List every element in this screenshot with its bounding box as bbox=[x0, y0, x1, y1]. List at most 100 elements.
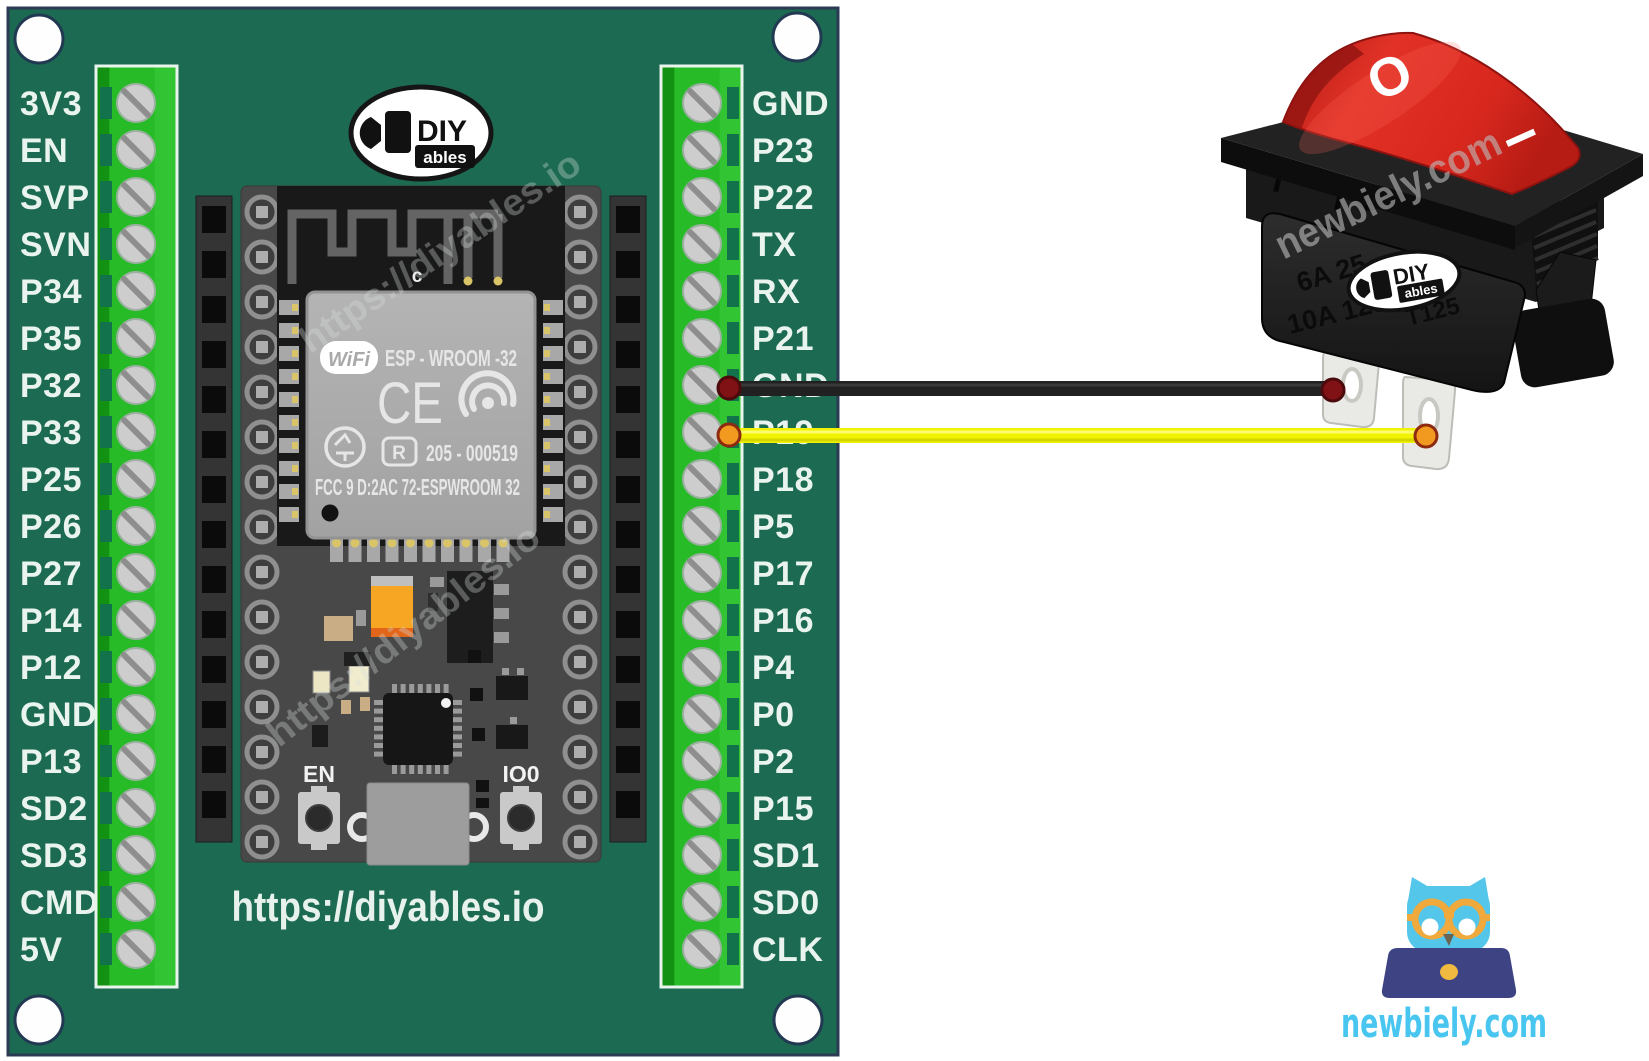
ground-wire-board-end bbox=[716, 375, 742, 401]
screw-slot bbox=[687, 135, 717, 165]
castellation-pad bbox=[279, 369, 299, 384]
castellation-gold bbox=[461, 538, 471, 548]
pin-hole-pad bbox=[256, 566, 268, 578]
castellation-pad bbox=[543, 300, 563, 315]
screw-slot bbox=[121, 652, 151, 682]
chip-pin bbox=[443, 765, 449, 774]
chip-pin bbox=[443, 684, 449, 693]
terminal-notch bbox=[727, 745, 739, 777]
chip-pin bbox=[374, 734, 383, 740]
terminal-notch bbox=[100, 510, 112, 542]
castellation-pad bbox=[543, 438, 563, 453]
screw-slot bbox=[687, 88, 717, 118]
chip-dot bbox=[441, 698, 451, 708]
terminal-notch bbox=[727, 181, 739, 213]
pin-label-left-p12: P12 bbox=[20, 649, 82, 687]
castellation-gold bbox=[292, 419, 298, 426]
ic-pin bbox=[494, 608, 509, 619]
chip-pin bbox=[453, 751, 462, 757]
terminal-notch bbox=[100, 604, 112, 636]
devboard-pin-holes bbox=[244, 194, 598, 860]
screw-slot bbox=[121, 605, 151, 635]
header-hole bbox=[202, 566, 226, 593]
chip-pin bbox=[426, 684, 432, 693]
screw-slot bbox=[121, 840, 151, 870]
en-button-label: EN bbox=[303, 761, 335, 787]
terminal-notch bbox=[727, 228, 739, 260]
castellation-gold bbox=[443, 538, 452, 548]
castellation-pad bbox=[543, 392, 563, 407]
screw-slot bbox=[121, 135, 151, 165]
castellation-pad bbox=[543, 369, 563, 384]
chip-pin bbox=[400, 684, 406, 693]
pin-hole-pad bbox=[574, 386, 586, 398]
usb-connector bbox=[347, 782, 489, 866]
castellation-gold bbox=[292, 304, 298, 311]
pin-label-right-p23: P23 bbox=[752, 132, 814, 170]
header-hole bbox=[616, 656, 640, 683]
antenna-trace bbox=[287, 209, 503, 284]
terminal-notch bbox=[727, 134, 739, 166]
pin-hole-pad bbox=[574, 701, 586, 713]
pin-hole-pad bbox=[574, 611, 586, 623]
terminal-notch bbox=[727, 651, 739, 683]
pin-label-right-p17: P17 bbox=[752, 555, 814, 593]
terminal-notch bbox=[727, 510, 739, 542]
pin-label-left-p26: P26 bbox=[20, 508, 82, 546]
pin-hole-pad bbox=[256, 656, 268, 668]
ic-pin bbox=[494, 632, 509, 643]
pin-label-right-p0: P0 bbox=[752, 696, 795, 734]
screw-slot bbox=[687, 605, 717, 635]
newbiely-logo: newbiely.com bbox=[1341, 877, 1547, 1047]
terminal-notch bbox=[727, 87, 739, 119]
castellation-gold bbox=[544, 350, 550, 357]
glasses-lens-right bbox=[1445, 898, 1487, 940]
castellation-pad bbox=[279, 415, 299, 430]
board-url-text: https://diyables.io bbox=[232, 883, 545, 930]
smd-resistor bbox=[324, 616, 353, 641]
castellation-pad bbox=[279, 346, 299, 361]
castellation-gold bbox=[292, 442, 298, 449]
terminal-notch bbox=[100, 134, 112, 166]
castellation-gold bbox=[292, 350, 298, 357]
pin-header-right bbox=[609, 195, 647, 843]
castellation-gold bbox=[544, 373, 550, 380]
logo-ables-box bbox=[415, 145, 475, 168]
pin-header-left bbox=[195, 195, 233, 843]
castellation-gold bbox=[544, 465, 550, 472]
header-hole bbox=[616, 791, 640, 818]
terminal-notch bbox=[100, 463, 112, 495]
terminal-notch bbox=[100, 886, 112, 918]
header-hole bbox=[616, 341, 640, 368]
screw-slot bbox=[121, 182, 151, 212]
main-chip bbox=[383, 693, 453, 765]
transistor bbox=[312, 725, 328, 747]
screw-slot bbox=[121, 323, 151, 353]
signal-wire-board-end bbox=[716, 422, 742, 448]
castellation-pad bbox=[279, 438, 299, 453]
header-hole bbox=[616, 521, 640, 548]
chip-pin bbox=[426, 765, 432, 774]
pin-label-right-p15: P15 bbox=[752, 790, 814, 828]
castellation-gold bbox=[480, 538, 489, 548]
pin-label-right-p2: P2 bbox=[752, 743, 795, 781]
logo-diy-text: DIY bbox=[417, 115, 467, 148]
chip-pin bbox=[453, 708, 462, 714]
pin-hole-pad bbox=[574, 206, 586, 218]
terminal-notch bbox=[100, 181, 112, 213]
pin-label-right-clk: CLK bbox=[752, 931, 823, 969]
screw-slot bbox=[121, 887, 151, 917]
button-tab bbox=[311, 842, 327, 850]
terminal-notch bbox=[727, 839, 739, 871]
logo-ables-box bbox=[1397, 278, 1445, 303]
pin-label-left-p32: P32 bbox=[20, 367, 82, 405]
pin-label-left-p34: P34 bbox=[20, 273, 82, 311]
pin-label-left-3v3: 3V3 bbox=[20, 85, 82, 123]
pin-hole-pad bbox=[256, 251, 268, 263]
pin-hole-pad bbox=[256, 746, 268, 758]
header-hole bbox=[202, 341, 226, 368]
pin-label-right-p16: P16 bbox=[752, 602, 814, 640]
castellation-pad bbox=[543, 484, 563, 499]
terminal-notch bbox=[727, 933, 739, 965]
